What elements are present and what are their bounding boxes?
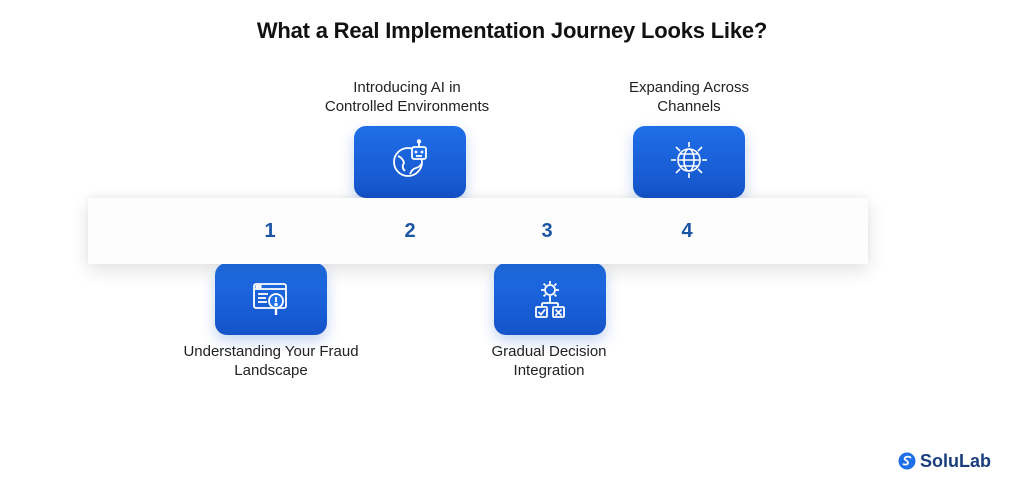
logo-text: SoluLab [920,450,991,471]
gear-decision-icon [535,281,565,318]
solulab-logo: SoluLab [898,448,991,474]
step-4-label: Expanding Across Channels [628,79,750,115]
step-2-label: Introducing AI in Controlled Environment… [324,79,490,115]
globe-network-icon [671,142,707,178]
step-1-number: 1 [264,220,276,242]
step-4-number: 4 [681,220,693,242]
page-title: What a Real Implementation Journey Looks… [256,18,768,43]
solulab-logo-icon [898,452,916,470]
step-1-card [215,263,327,335]
step-3-label: Gradual Decision Integration [491,343,607,379]
report-search-icon [253,283,287,315]
step-2-card [354,126,466,198]
timeline-band [88,198,868,264]
step-3-card [494,263,606,335]
step-3-number: 3 [541,220,553,242]
step-1-label: Understanding Your Fraud Landscape [183,343,359,379]
step-4-card [633,126,745,198]
robot-globe-icon [393,139,427,177]
step-2-number: 2 [404,220,416,242]
